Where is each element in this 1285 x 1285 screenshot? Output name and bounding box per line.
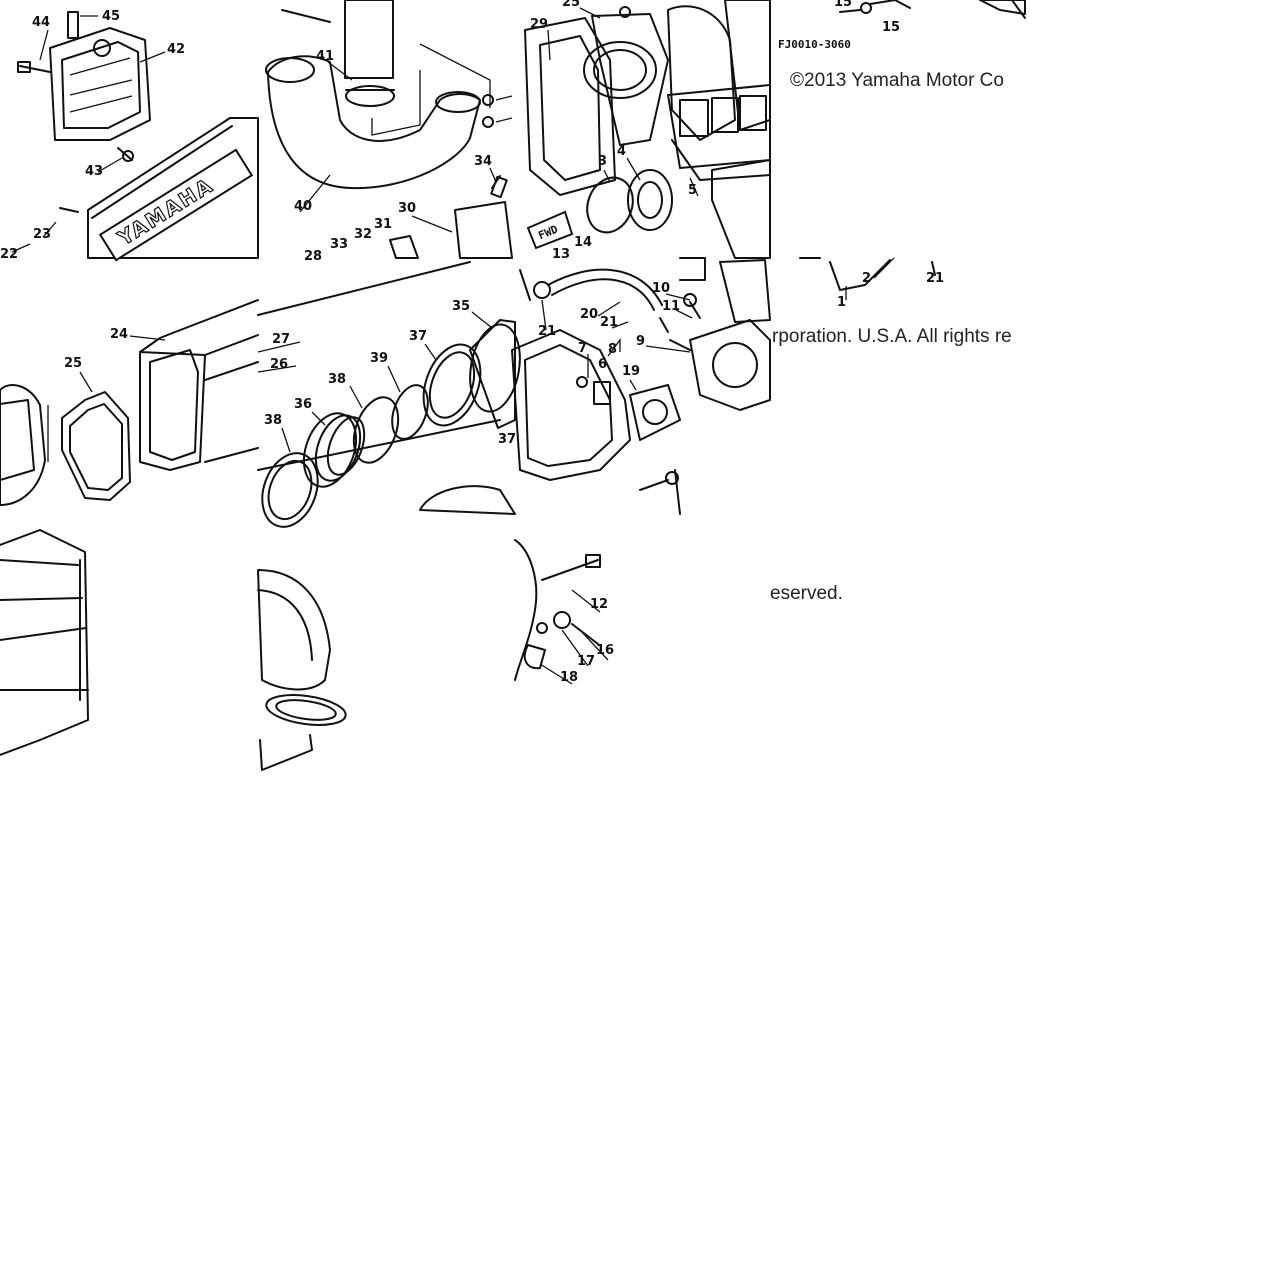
water-hose-and-flange	[511, 257, 771, 515]
callout-36: 36	[294, 397, 312, 412]
callout-18: 18	[560, 670, 578, 685]
callout-16: 16	[596, 643, 614, 658]
muffler-body-assembly	[0, 299, 259, 506]
drawing-code: FJ0010-3060	[778, 38, 851, 51]
callout-5: 5	[688, 183, 697, 198]
callout-32: 32	[354, 227, 372, 242]
outlet-flange	[389, 175, 513, 259]
callout-4: 4	[617, 144, 626, 159]
callout-17: 17	[577, 654, 595, 669]
callout-27: 27	[272, 332, 290, 347]
copyright-segment-2: rporation. U.S.A. All rights re	[772, 326, 1012, 347]
callout-33: 33	[330, 237, 348, 252]
callout-38a: 38	[264, 413, 282, 428]
callout-35: 35	[452, 299, 470, 314]
callout-20: 20	[580, 307, 598, 322]
callout-1: 1	[837, 295, 846, 310]
cylinder-cover-assembly	[17, 11, 151, 162]
callout-7: 7	[578, 341, 587, 356]
elbow-clamp-lower	[257, 569, 347, 771]
exhaust-elbow-pipe	[265, 0, 513, 190]
callout-12: 12	[590, 597, 608, 612]
callout-29: 29	[530, 17, 548, 32]
muffler-lower-body	[0, 529, 89, 756]
callout-21b: 21	[600, 315, 618, 330]
callout-21c: 21	[926, 271, 944, 286]
bracket-far-right	[799, 257, 936, 291]
callout-13: 13	[552, 247, 570, 262]
exhaust-manifold-gaskets	[524, 0, 771, 259]
fastener-group-top-right	[839, 0, 1026, 19]
callout-39: 39	[370, 351, 388, 366]
callout-28: 28	[304, 249, 322, 264]
callout-22: 22	[0, 247, 18, 262]
callout-10: 10	[652, 281, 670, 296]
callout-37a: 37	[409, 329, 427, 344]
callout-11: 11	[662, 299, 680, 314]
callout-45: 45	[102, 9, 120, 24]
callout-31: 31	[374, 217, 392, 232]
callout-6: 6	[598, 357, 607, 372]
callout-41: 41	[316, 49, 334, 64]
callout-3: 3	[598, 154, 607, 169]
callout-25b: 25	[562, 0, 580, 10]
callout-34: 34	[474, 154, 492, 169]
callout-43: 43	[85, 164, 103, 179]
callout-15a: 15	[834, 0, 852, 10]
callout-labels: 1 2 3 4 5 6 7 8 9 10 11 12 13 14 15 15 1…	[0, 0, 944, 685]
callout-25a: 25	[64, 356, 82, 371]
callout-37b: 37	[498, 432, 516, 447]
callout-44: 44	[32, 15, 50, 30]
callout-15b: 15	[882, 20, 900, 35]
callout-2: 2	[862, 271, 871, 286]
clamps-and-sleeve	[257, 261, 521, 528]
callout-9: 9	[636, 334, 645, 349]
drain-screw-assembly	[514, 539, 601, 681]
callout-30: 30	[398, 201, 416, 216]
copyright-segment-1: ©2013 Yamaha Motor Co	[790, 70, 1004, 91]
callout-38b: 38	[328, 372, 346, 387]
callout-14: 14	[574, 235, 592, 250]
callout-24: 24	[110, 327, 128, 342]
callout-23: 23	[33, 227, 51, 242]
copyright-segment-3: eserved.	[770, 583, 843, 604]
callout-42: 42	[167, 42, 185, 57]
callout-21a: 21	[538, 324, 556, 339]
callout-19: 19	[622, 364, 640, 379]
fwd-marker: FWD	[526, 210, 574, 250]
